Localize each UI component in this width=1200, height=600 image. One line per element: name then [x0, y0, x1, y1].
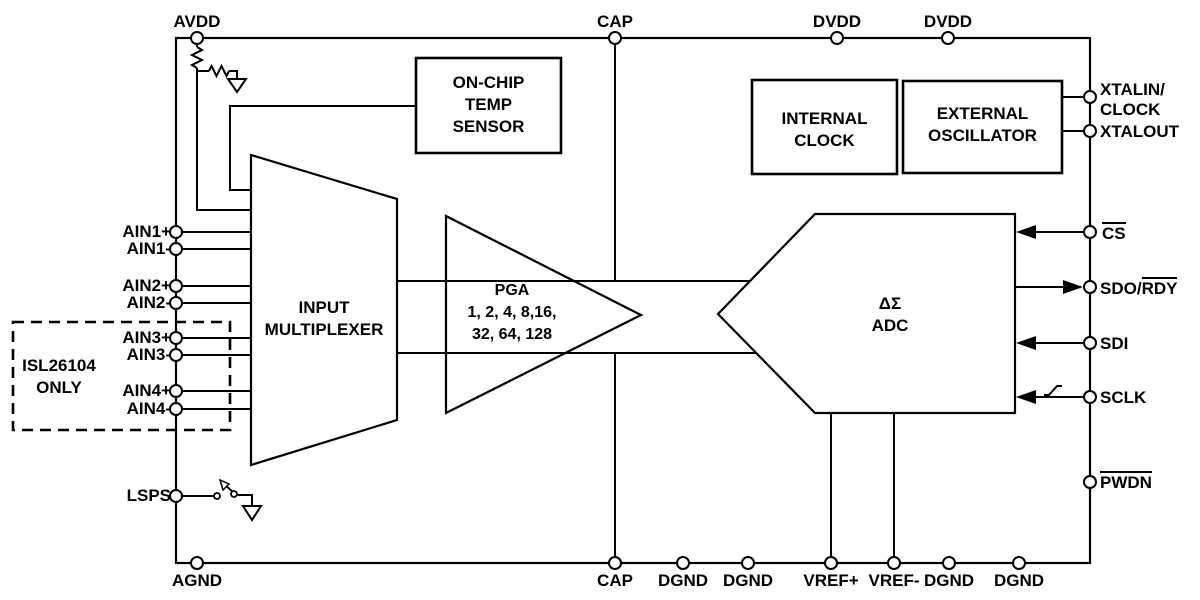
pin-label-dgnd-4: DGND — [993, 571, 1045, 590]
pin-label-dvdd-2: DVDD — [923, 12, 973, 31]
pga-label: PGA 1, 2, 4, 8,16, 32, 64, 128 — [467, 282, 557, 343]
pin-label-xtalin-line1: XTALIN/ — [1100, 80, 1165, 99]
ground-icon — [241, 505, 263, 522]
pwdn-overlined-text: PWDN — [1100, 471, 1152, 492]
pin-label-vref-minus: VREF- — [868, 571, 920, 590]
pin-ain1p — [169, 225, 183, 239]
wire-to-ground — [229, 70, 238, 79]
pin-label-ain3n: AIN3- — [126, 345, 171, 364]
pin-label-xtalin-line2: CLOCK — [1100, 100, 1161, 119]
input-multiplexer-shape — [249, 153, 399, 467]
sdo-text: SDO/ — [1100, 279, 1142, 298]
pin-label-ain1n: AIN1- — [126, 239, 171, 258]
pin-label-agnd: AGND — [171, 571, 223, 590]
pin-dgnd-2 — [741, 556, 755, 570]
pin-label-ain3p: AIN3+ — [122, 328, 171, 347]
resistor-icon — [208, 63, 230, 79]
temp-sensor-label: ON-CHIP TEMP SENSOR — [452, 73, 525, 136]
pin-lsps — [169, 489, 183, 503]
pin-xtalout — [1083, 124, 1097, 138]
pin-label-cs: CS — [1102, 222, 1126, 243]
internal-clock-box — [750, 78, 899, 176]
pin-ain4n — [169, 402, 183, 416]
pin-label-dgnd-1: DGND — [657, 571, 709, 590]
pin-cs — [1083, 225, 1097, 239]
pin-xtalin — [1083, 90, 1097, 104]
pin-label-cap-bottom: CAP — [597, 571, 633, 590]
rdy-overlined-text: RDY — [1141, 277, 1178, 298]
pin-ain2n — [169, 296, 183, 310]
pin-label-dvdd-1: DVDD — [812, 12, 862, 31]
pga-shape — [444, 214, 644, 415]
arrowhead-sdi — [1016, 336, 1036, 350]
schmitt-trigger-icon — [1044, 385, 1062, 396]
arrowhead-sclk — [1016, 390, 1036, 404]
pin-dvdd-1 — [830, 31, 844, 45]
ground-icon — [226, 78, 248, 94]
pin-label-vref-plus: VREF+ — [803, 571, 859, 590]
pin-ain2p — [169, 279, 183, 293]
pin-label-xtalout: XTALOUT — [1100, 122, 1180, 141]
pin-cap-bottom — [608, 556, 622, 570]
pin-dgnd-4 — [1012, 556, 1026, 570]
pin-label-lsps: LSPS — [126, 486, 171, 505]
external-oscillator-label: EXTERNAL OSCILLATOR — [928, 104, 1037, 145]
pin-vref-plus — [824, 556, 838, 570]
pin-ain1n — [169, 242, 183, 256]
pin-label-ain1p: AIN1+ — [122, 222, 171, 241]
pin-dgnd-3 — [942, 556, 956, 570]
pin-dgnd-1 — [676, 556, 690, 570]
wire-temp-sensor-to-mux — [229, 105, 416, 191]
pin-label-ain2p: AIN2+ — [122, 276, 171, 295]
isl26104-only-dashed-box — [11, 320, 232, 432]
pin-vref-minus — [887, 556, 901, 570]
switch-icon — [213, 478, 238, 500]
internal-clock-label: INTERNAL CLOCK — [781, 109, 868, 150]
pin-cap-top — [608, 31, 622, 45]
pin-agnd — [190, 556, 204, 570]
pin-label-ain2n: AIN2- — [126, 293, 171, 312]
pin-label-sclk: SCLK — [1100, 388, 1147, 407]
adc-shape — [716, 212, 1017, 415]
arrowhead-sdo — [1063, 280, 1083, 294]
pin-label-sdo-rdy: SDO/RDY — [1100, 277, 1178, 298]
input-multiplexer-label: INPUT MULTIPLEXER — [264, 298, 384, 339]
pin-label-sdi: SDI — [1100, 334, 1129, 353]
pin-label-dgnd-3: DGND — [923, 571, 975, 590]
pin-dvdd-2 — [941, 31, 955, 45]
pin-ain4p — [169, 384, 183, 398]
cs-overlined-text: CS — [1102, 222, 1126, 243]
pin-sdo-rdy — [1083, 280, 1097, 294]
wire-switch-to-ground — [237, 494, 253, 506]
arrowhead-cs — [1016, 225, 1036, 239]
pin-label-ain4p: AIN4+ — [122, 381, 171, 400]
pin-avdd — [190, 31, 204, 45]
pin-label-avdd: AVDD — [173, 12, 221, 31]
pin-ain3p — [169, 331, 183, 345]
isl26104-only-note: ISL26104 ONLY — [22, 356, 96, 397]
external-oscillator-box — [901, 79, 1064, 175]
pin-label-cap-top: CAP — [597, 12, 633, 31]
wire-avdd-to-mux — [196, 68, 251, 211]
adc-label: ΔΣ ADC — [871, 294, 909, 335]
pin-label-dgnd-2: DGND — [722, 571, 774, 590]
pin-label-pwdn: PWDN — [1100, 471, 1152, 492]
pin-pwdn — [1083, 475, 1097, 489]
pin-ain3n — [169, 348, 183, 362]
pin-sdi — [1083, 336, 1097, 350]
resistor-icon — [189, 46, 205, 69]
pin-label-ain4n: AIN4- — [126, 399, 171, 418]
pin-sclk — [1083, 390, 1097, 404]
